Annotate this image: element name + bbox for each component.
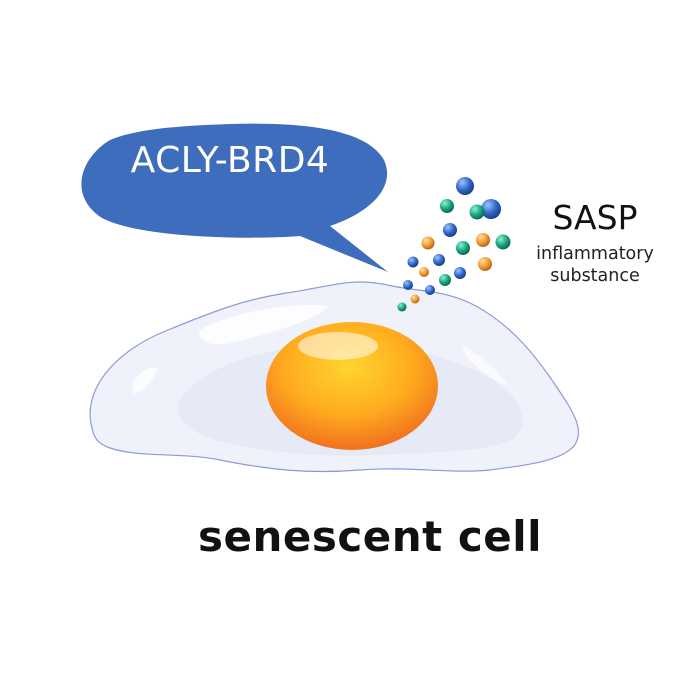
sasp-molecules — [397, 177, 511, 312]
cell-highlight — [132, 367, 158, 394]
cell-highlight — [462, 346, 508, 386]
sasp-subtitle-line1: inflammatory — [536, 244, 654, 264]
cell-label: senescent cell — [197, 512, 543, 561]
cell-highlight — [199, 305, 330, 345]
sasp-subtitle-line2: substance — [550, 266, 640, 286]
speech-bubble — [81, 123, 389, 272]
sasp-title: SASP — [552, 198, 638, 237]
bubble-label: ACLY-BRD4 — [130, 140, 330, 181]
nucleus-highlight — [298, 332, 378, 360]
